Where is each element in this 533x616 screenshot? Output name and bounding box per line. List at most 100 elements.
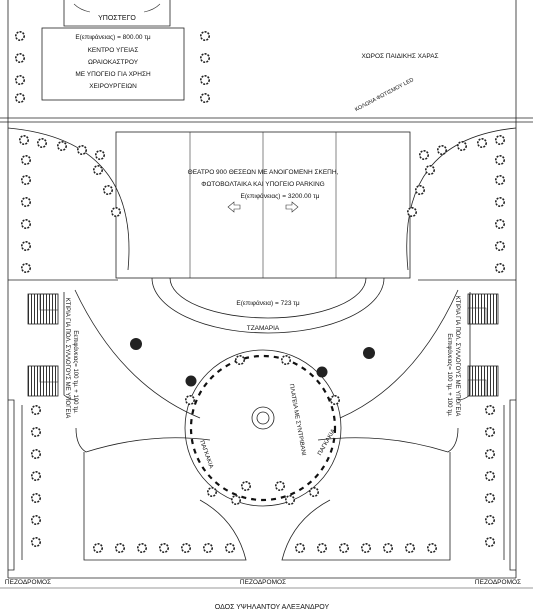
tree-symbol-icon <box>225 542 236 553</box>
theatre-features: ΦΩΤΟΒΟΛΤΑΙΚΑ ΚΑΙ ΥΠΟΓΕΙΟ PARKING <box>201 181 324 188</box>
tree-symbol-icon <box>363 347 375 359</box>
hatched-building-icon <box>467 365 499 397</box>
tree-symbol-icon <box>111 207 122 218</box>
tree-symbol-icon <box>181 542 192 553</box>
theatre <box>115 131 411 334</box>
tree-symbol-icon <box>20 175 31 186</box>
arrow-left-icon <box>227 201 241 213</box>
tree-symbol-icon <box>484 448 495 459</box>
basement-top-outline <box>63 0 171 27</box>
tree-symbol-icon <box>200 75 211 86</box>
sidewalk-right-label: ΠΕΖΟΔΡΟΜΟΣ <box>475 579 521 586</box>
basement-label: ΥΠΟΣΤΕΓΟ <box>98 15 136 22</box>
tree-symbol-icon <box>137 542 148 553</box>
hatched-building-icon <box>467 293 499 325</box>
tree-symbol-icon <box>103 185 114 196</box>
tree-symbol-icon <box>494 197 505 208</box>
tree-symbol-icon <box>484 536 495 547</box>
tree-symbol-icon <box>20 262 31 273</box>
tree-symbol-icon <box>406 207 417 218</box>
tree-symbol-icon <box>294 542 305 553</box>
tree-symbol-icon <box>235 354 246 365</box>
hatched-building-icon <box>27 293 59 325</box>
arrow-right-icon <box>285 201 299 213</box>
arc-area-label: Ε(επιφάνεια) = 723 τμ <box>236 299 299 307</box>
tree-symbol-icon <box>15 30 25 41</box>
tree-symbol-icon <box>494 175 505 186</box>
plaza <box>184 349 342 507</box>
tree-symbol-icon <box>329 394 340 405</box>
left-building-label: ΚΤΙΡΙΑ ΓΙΑ ΠΟΛ. ΣΥΛΛΟΓΟΥΣ ΜΕ ΥΠΟΓΕΙΑ <box>64 298 70 418</box>
tree-symbol-icon <box>494 135 505 146</box>
tree-symbol-icon <box>494 219 505 230</box>
tree-symbol-icon <box>200 93 211 104</box>
tree-symbol-icon <box>95 150 106 161</box>
tree-symbol-icon <box>494 241 505 252</box>
tree-symbol-icon <box>30 492 41 503</box>
tree-symbol-icon <box>484 514 495 525</box>
tree-symbol-icon <box>382 542 393 553</box>
tree-symbol-icon <box>30 448 41 459</box>
tree-symbol-icon <box>20 241 31 252</box>
tree-symbol-icon <box>200 30 211 41</box>
bench-left-label: ΠΑΓΚΑΚΙΑ <box>198 440 214 470</box>
plaza-label: ΠΛΑΤΕΙΑ ΜΕ ΣΥΝΤΡΙΒΑΝΙ <box>288 384 307 457</box>
tree-symbol-icon <box>308 486 319 497</box>
tree-symbol-icon <box>20 219 31 230</box>
tree-symbol-icon <box>494 262 505 273</box>
dark-plants <box>130 338 375 387</box>
tree-symbol-icon <box>360 542 371 553</box>
health-center-name: ΚΕΝΤΡΟ ΥΓΕΙΑΣ <box>88 47 139 54</box>
health-center-use: ΜΕ ΥΠΟΓΕΙΟ ΓΙΑ ΧΡΗΣΗ <box>75 71 151 78</box>
tree-symbol-icon <box>484 426 495 437</box>
tree-symbol-icon <box>130 338 142 350</box>
tree-symbol-icon <box>274 480 285 491</box>
sidewalk-center-label: ΠΕΖΟΔΡΟΜΟΣ <box>240 579 286 586</box>
tree-symbol-icon <box>18 135 29 146</box>
tree-symbol-icon <box>231 494 242 505</box>
tree-symbol-icon <box>316 366 328 378</box>
tree-symbol-icon <box>484 470 495 481</box>
right-building-area: Εεπιφάνειας= 100 τμ. + 100 τμ. <box>446 333 453 417</box>
health-center-town: ΩΡΑΙΟΚΑΣΤΡΟΥ <box>88 59 139 66</box>
playground-label: ΧΩΡΟΣ ΠΑΙΔΙΚΗΣ ΧΑΡΑΣ <box>361 53 438 60</box>
trees <box>15 30 505 553</box>
tree-symbol-icon <box>159 542 170 553</box>
health-center-area: Ε(επιφάνειας) = 800.00 τμ <box>75 33 151 41</box>
tree-symbol-icon <box>284 494 295 505</box>
tree-symbol-icon <box>418 150 429 161</box>
hatched-building-icon <box>27 365 59 397</box>
tree-symbol-icon <box>30 470 41 481</box>
theatre-name: ΘΕΑΤΡΟ 900 ΘΕΣΕΩΝ ΜΕ ΑΝΟΙΓΟΜΕΝΗ ΣΚΕΠΗ, <box>188 169 339 176</box>
tree-symbol-icon <box>207 486 218 497</box>
tree-symbol-icon <box>200 52 211 63</box>
tree-symbol-icon <box>241 480 252 491</box>
left-building-area: Εεπιφάνειας= 100 τμ. + 100 τμ. <box>72 330 79 414</box>
tree-symbol-icon <box>494 155 505 166</box>
tree-symbol-icon <box>30 536 41 547</box>
tree-symbol-icon <box>316 542 327 553</box>
tree-symbol-icon <box>15 93 25 104</box>
tree-symbol-icon <box>20 197 31 208</box>
tree-symbol-icon <box>20 155 31 166</box>
tree-symbol-icon <box>484 492 495 503</box>
tree-symbol-icon <box>185 375 197 387</box>
tree-symbol-icon <box>436 145 447 156</box>
tree-symbol-icon <box>93 165 104 176</box>
tree-symbol-icon <box>338 542 349 553</box>
tree-symbol-icon <box>203 542 214 553</box>
site-boundary <box>0 0 533 589</box>
lower-walkways <box>8 399 516 571</box>
street-label: ΟΔΟΣ ΥΨΗΛΑΝΤΟΥ ΑΛΕΞΑΝΔΡΟΥ <box>215 604 330 611</box>
sidewalk-left-label: ΠΕΖΟΔΡΟΜΟΣ <box>5 579 51 586</box>
health-center-surgery: ΧΕΙΡΟΥΡΓΕΙΩΝ <box>89 83 137 90</box>
tree-symbol-icon <box>56 141 67 152</box>
tree-symbol-icon <box>185 394 196 405</box>
tree-symbol-icon <box>484 404 495 415</box>
tree-symbol-icon <box>115 542 126 553</box>
tree-symbol-icon <box>280 354 291 365</box>
right-building-label: ΚΤΙΡΙΑ ΓΙΑ ΠΟΛ. ΣΥΛΛΟΓΟΥΣ ΜΕ ΥΠΟΓΕΙΑ <box>454 296 460 416</box>
tree-symbol-icon <box>15 52 25 63</box>
fountain-icon <box>251 406 275 430</box>
